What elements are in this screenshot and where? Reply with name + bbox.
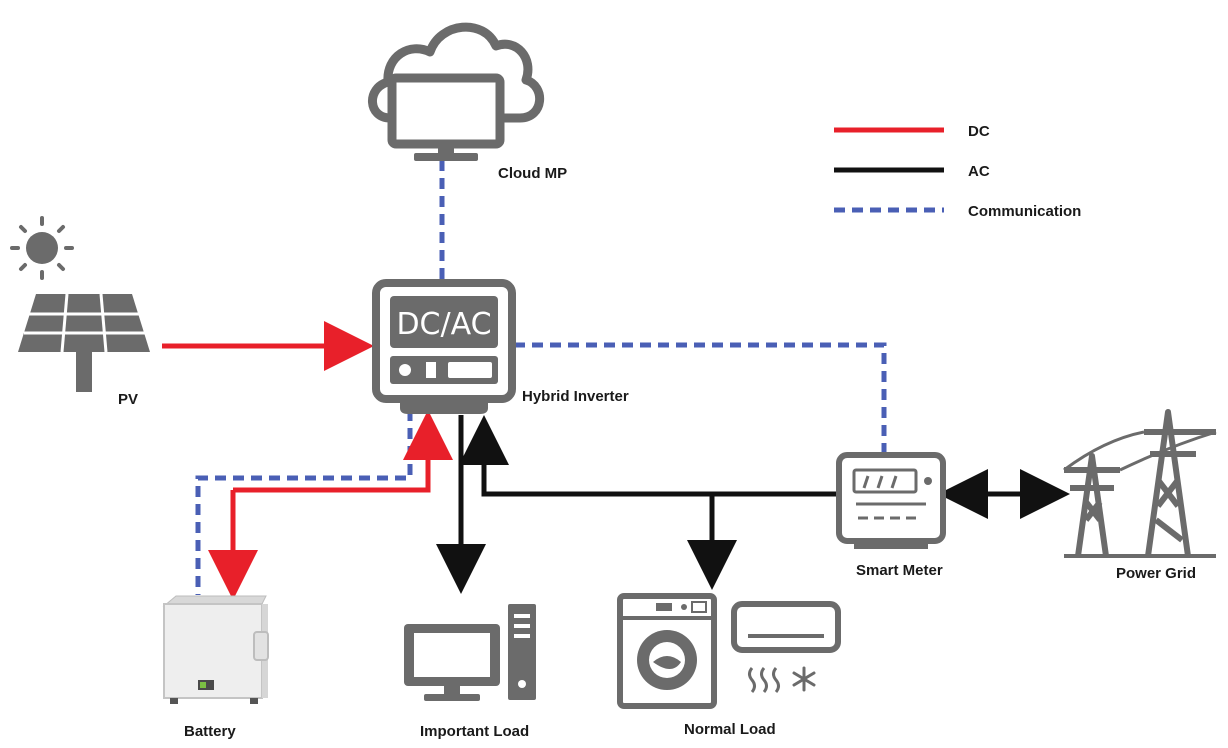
smart-meter-icon (836, 452, 946, 549)
comm-line-inverter-battery (195, 410, 413, 595)
cloud-label: Cloud MP (498, 165, 567, 182)
power-grid-icon (1063, 409, 1217, 558)
comm-line-inverter-meter (514, 342, 887, 455)
solar-panel-icon (18, 293, 150, 392)
washing-machine-icon (617, 593, 717, 709)
ac-line-meter-inverter (459, 415, 838, 497)
computer-icon (404, 604, 536, 701)
important-load-label: Important Load (420, 723, 529, 740)
dc-lines (162, 321, 453, 600)
communication-lines (195, 160, 887, 595)
cloud-monitor-icon (368, 22, 545, 161)
dc-line-battery-to-inverter (233, 410, 453, 493)
smart-meter-label: Smart Meter (856, 562, 943, 579)
battery-icon (162, 595, 269, 704)
pv-label: PV (118, 391, 138, 408)
ac-lines (436, 415, 1070, 594)
legend: DC AC Communication (834, 123, 1081, 220)
snowflake-icon (792, 666, 816, 692)
battery-label: Battery (184, 723, 236, 740)
sun-icon (10, 216, 74, 280)
hybrid-inverter-icon: DC/AC (372, 279, 516, 414)
inverter-screen-text: DC/AC (396, 307, 491, 342)
inverter-label: Hybrid Inverter (522, 388, 629, 405)
air-conditioner-icon (731, 601, 841, 693)
power-grid-label: Power Grid (1116, 565, 1196, 582)
normal-load-label: Normal Load (684, 721, 776, 738)
legend-label-communication: Communication (968, 203, 1081, 220)
legend-label-dc: DC (968, 123, 990, 140)
legend-label-ac: AC (968, 163, 990, 180)
